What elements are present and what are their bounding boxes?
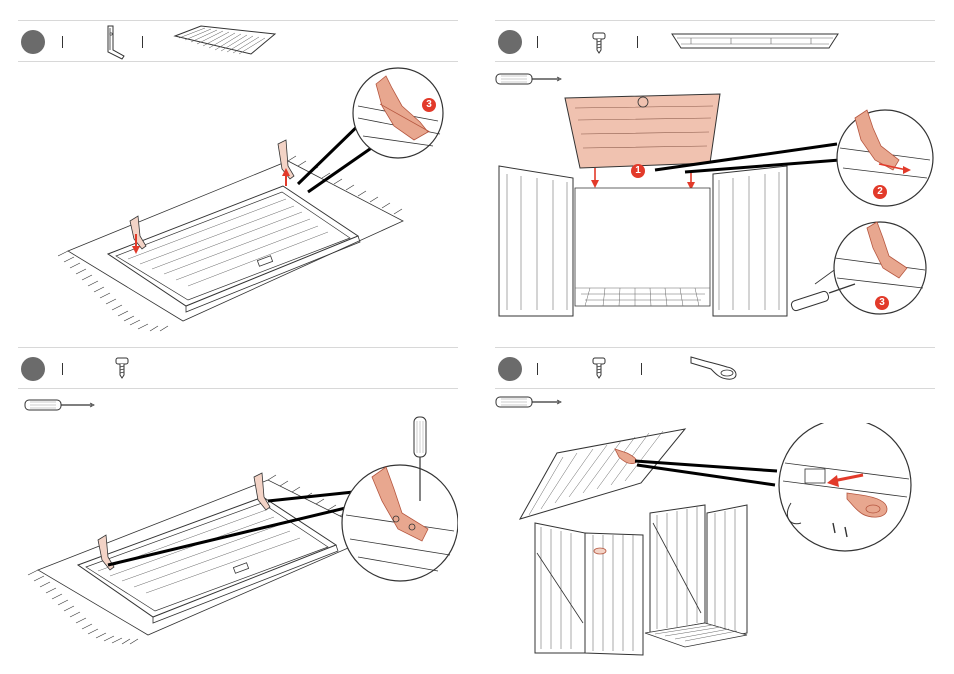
callout-3: 3: [875, 296, 889, 310]
screw-icon: [592, 357, 606, 379]
callout-3: 3: [422, 98, 436, 112]
header-separator: [142, 36, 143, 48]
step-header-bottom-rule: [495, 388, 935, 389]
step-number-badge: [498, 357, 522, 381]
screw-icon: [115, 357, 129, 379]
lock-handle-install-drawing: [515, 423, 935, 668]
header-separator: [637, 36, 638, 48]
step-3-panel: [18, 345, 458, 665]
header-separator: [641, 363, 642, 375]
step-header-top-rule: [495, 347, 935, 348]
lid-panel-icon: [173, 24, 277, 56]
callout-1: 1: [631, 164, 645, 178]
header-separator: [537, 363, 538, 375]
step-header-bottom-rule: [18, 61, 458, 62]
screw-icon: [592, 32, 606, 54]
hinge-bracket-icon: [102, 24, 128, 62]
step-1-panel: 3: [18, 18, 458, 338]
lid-lock-handle-icon: [687, 351, 743, 383]
step-4-panel: [495, 345, 935, 665]
step-number-badge: [498, 30, 522, 54]
screwdriver-icon: [495, 72, 563, 86]
header-separator: [62, 363, 63, 375]
lid-hinge-placement-drawing: [58, 66, 458, 336]
lid-underside-icon: [671, 32, 839, 52]
header-separator: [62, 36, 63, 48]
screwdriver-icon: [495, 395, 563, 409]
step-header-top-rule: [18, 347, 458, 348]
step-header-bottom-rule: [495, 61, 935, 62]
step-number-badge: [21, 357, 45, 381]
lid-mounting-drawing: [495, 88, 935, 328]
step-header-bottom-rule: [18, 388, 458, 389]
hinge-screwing-drawing: [18, 405, 458, 655]
header-separator: [537, 36, 538, 48]
step-header-top-rule: [495, 20, 935, 21]
callout-2: 2: [873, 185, 887, 199]
step-2-panel: 1 2 3: [495, 18, 935, 338]
step-header-top-rule: [18, 20, 458, 21]
step-number-badge: [21, 30, 45, 54]
